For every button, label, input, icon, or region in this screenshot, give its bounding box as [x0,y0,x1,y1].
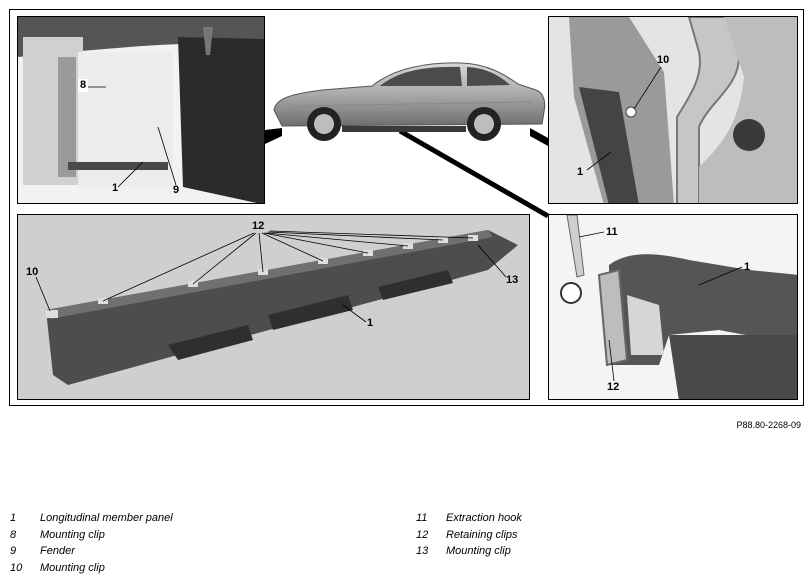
callout-12: 12 [607,381,620,393]
callout-1: 1 [112,182,119,194]
figure-reference-code: P88.80-2268-09 [736,420,801,430]
callout-9: 9 [173,184,180,196]
callout-11: 11 [606,226,618,238]
callout-1: 1 [744,261,751,273]
detail-panel-fender: 8 1 9 [17,16,265,204]
detail-panel-mounting-clip: 10 1 [548,16,798,204]
callout-10: 10 [26,266,39,278]
car-illustration [273,62,546,141]
callout-8: 8 [78,79,89,92]
callout-1: 1 [367,317,374,329]
callout-10: 10 [657,54,670,66]
detail-panel-member-panel: 12 10 13 1 [17,214,530,400]
callout-1: 1 [577,166,584,178]
detail-panel-extraction-hook: 11 1 12 [548,214,798,400]
callout-12: 12 [252,220,265,232]
callout-13: 13 [506,274,519,286]
